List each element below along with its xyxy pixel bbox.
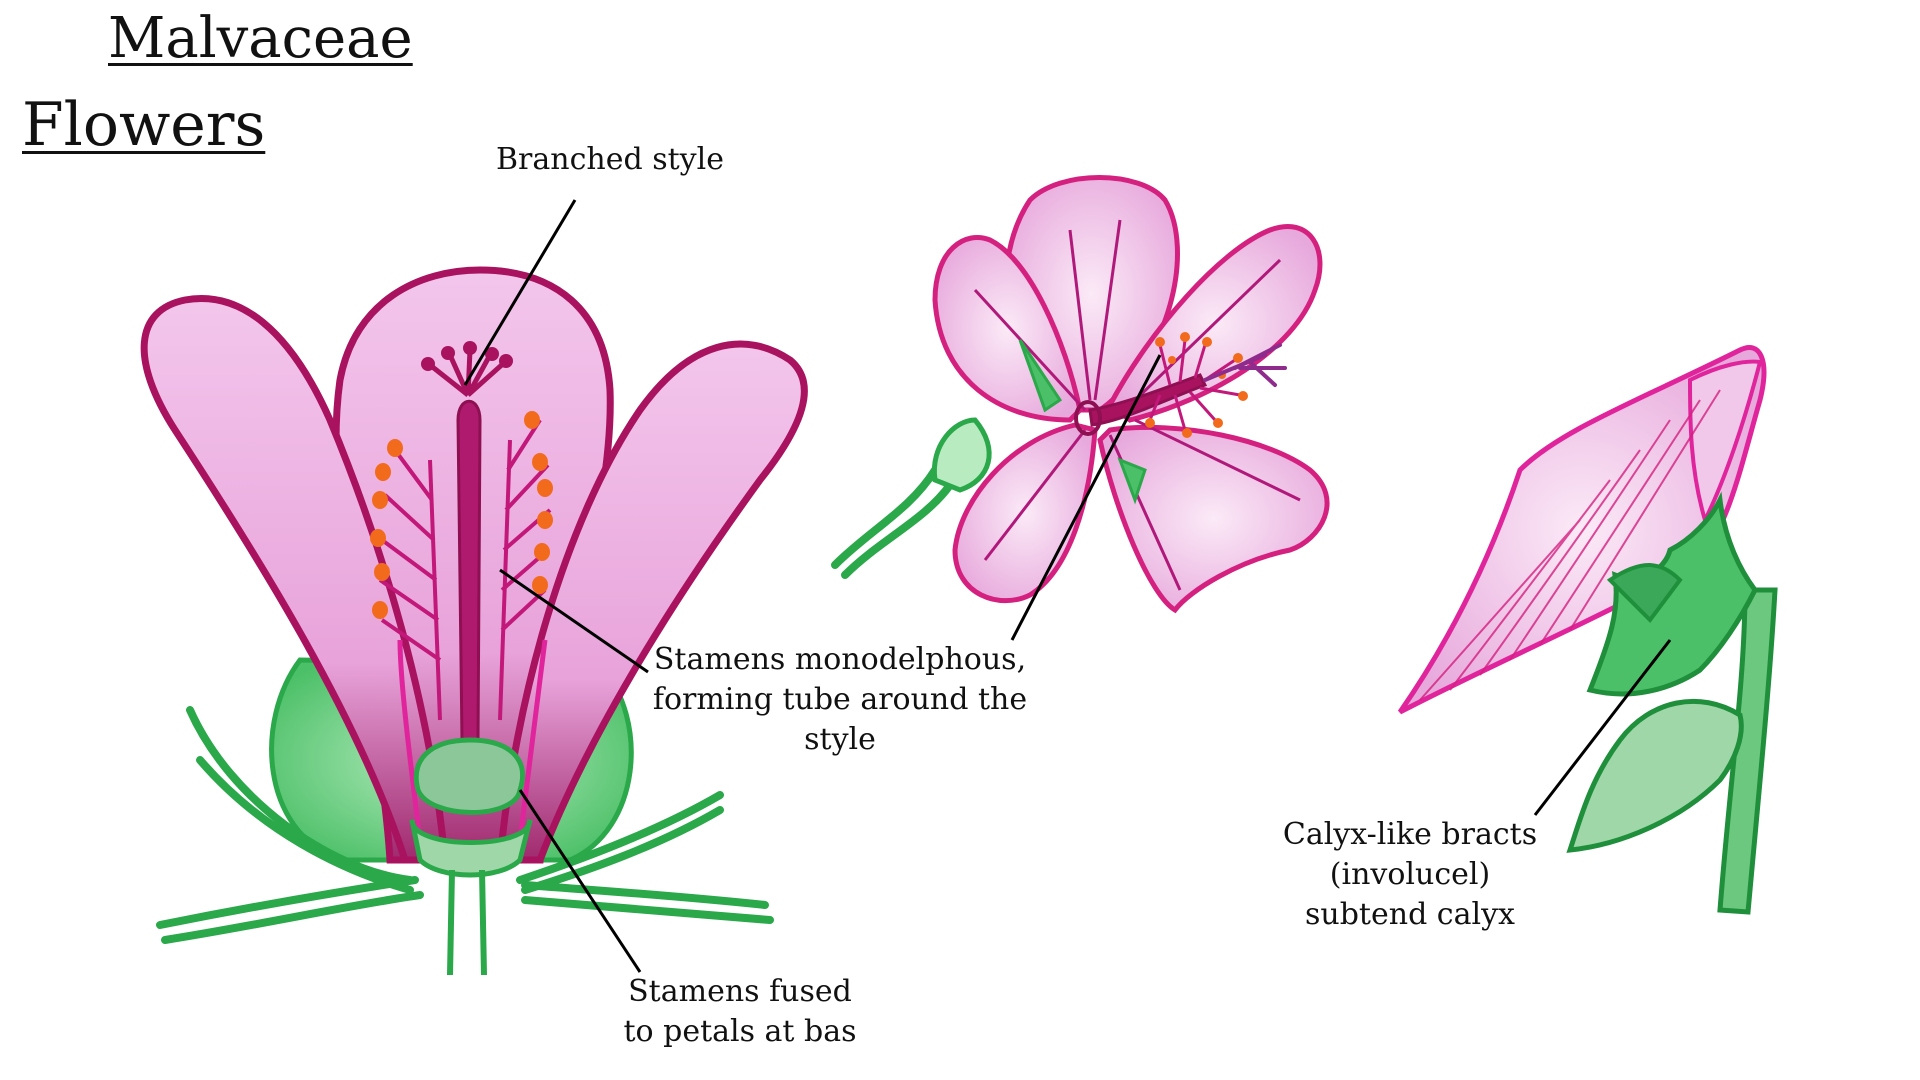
flower-stem [831, 466, 954, 579]
leader-branched-style [463, 199, 577, 386]
flower-face-view [831, 175, 1330, 614]
label-line: Calyx-like bracts [1282, 817, 1538, 852]
face-staminal-column [1088, 373, 1208, 427]
petal-left [140, 295, 449, 864]
bud-sepal [931, 417, 992, 493]
leader-calyx-bracts [1533, 639, 1672, 816]
diagram-family-title: Malvaceae [108, 6, 413, 71]
branched-style-tips [428, 349, 507, 397]
label-line: Stamens fused [628, 974, 852, 1009]
label-branched-style: Branched style [460, 140, 760, 180]
epicalyx-bracts [156, 706, 774, 944]
label-line: subtend calyx [1305, 897, 1515, 932]
side-leaf [1566, 698, 1744, 853]
label-calyx-like-bracts: Calyx-like bracts (involucel) subtend ca… [1250, 815, 1570, 935]
ovary [413, 737, 525, 815]
label-line: Stamens monodelphous, [653, 642, 1027, 677]
flower-longitudinal-section [140, 266, 808, 976]
label-line: style [804, 722, 876, 757]
staminal-column [456, 399, 482, 742]
label-line: forming tube around the [652, 682, 1028, 717]
anthers [370, 411, 553, 619]
leader-lines [463, 199, 1672, 973]
receptacle [409, 819, 533, 878]
label-line: Branched style [496, 142, 724, 177]
leader-stamens-tube-left [499, 568, 649, 674]
label-stamens-monodelphous: Stamens monodelphous, forming tube aroun… [630, 640, 1050, 760]
petal-right [496, 340, 808, 864]
label-line: to petals at bas [623, 1014, 857, 1049]
side-stem [1717, 587, 1778, 915]
petal-lower-right [1097, 424, 1330, 614]
flower-side-view [1397, 345, 1778, 915]
leader-stamens-fused [518, 789, 642, 973]
pedicel [447, 869, 487, 976]
diagram-subtitle: Flowers [22, 90, 266, 160]
label-stamens-fused: Stamens fused to petals at bas [590, 972, 890, 1052]
label-line: (involucel) [1329, 857, 1491, 892]
petal-lower-left [952, 422, 1098, 604]
leader-stamens-tube-center [1010, 354, 1162, 641]
